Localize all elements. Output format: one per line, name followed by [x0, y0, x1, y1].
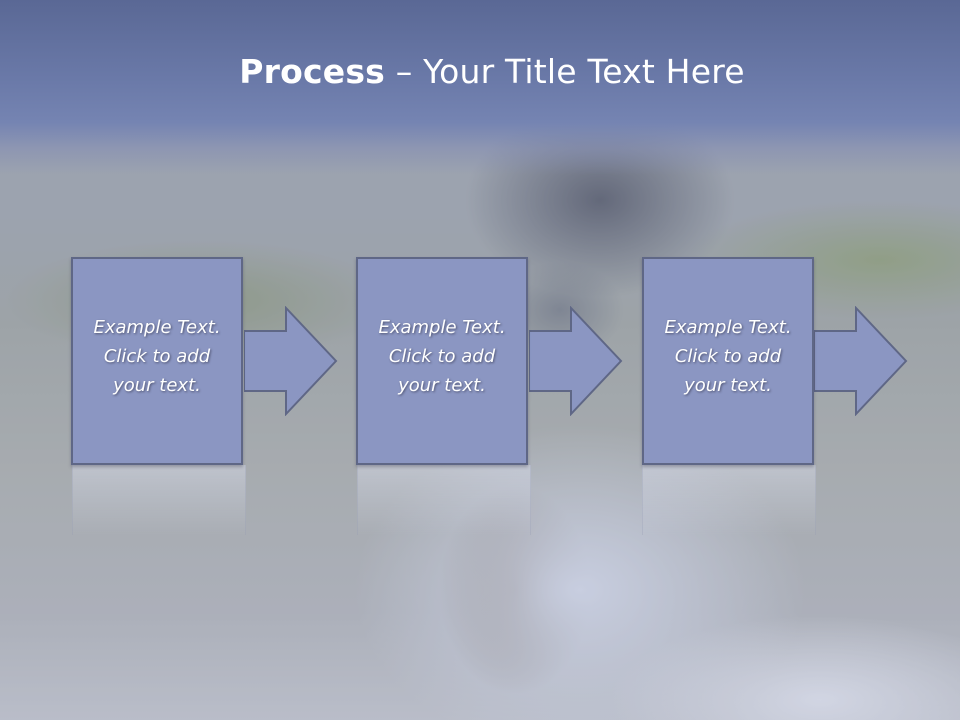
step-2-reflection: [357, 465, 531, 535]
arrow-right-icon: [529, 306, 625, 416]
step-3-reflection: [642, 465, 816, 535]
step-2-text: Example Text. Click to add your text.: [378, 317, 506, 396]
step-2-box[interactable]: Example Text. Click to add your text.: [356, 257, 528, 465]
title-bold-part: Process: [239, 52, 386, 91]
step-3-box[interactable]: Example Text. Click to add your text.: [642, 257, 814, 465]
title-rest: – Your Title Text Here: [385, 52, 745, 91]
step-3-text: Example Text. Click to add your text.: [664, 317, 792, 396]
title-band: [0, 0, 960, 175]
step-1-text: Example Text. Click to add your text.: [93, 317, 221, 396]
step-1-reflection: [72, 465, 246, 535]
arrow-right-icon: [814, 306, 910, 416]
slide-title[interactable]: Process – Your Title Text Here: [0, 52, 960, 91]
arrow-right-icon: [244, 306, 340, 416]
step-1-box[interactable]: Example Text. Click to add your text.: [71, 257, 243, 465]
